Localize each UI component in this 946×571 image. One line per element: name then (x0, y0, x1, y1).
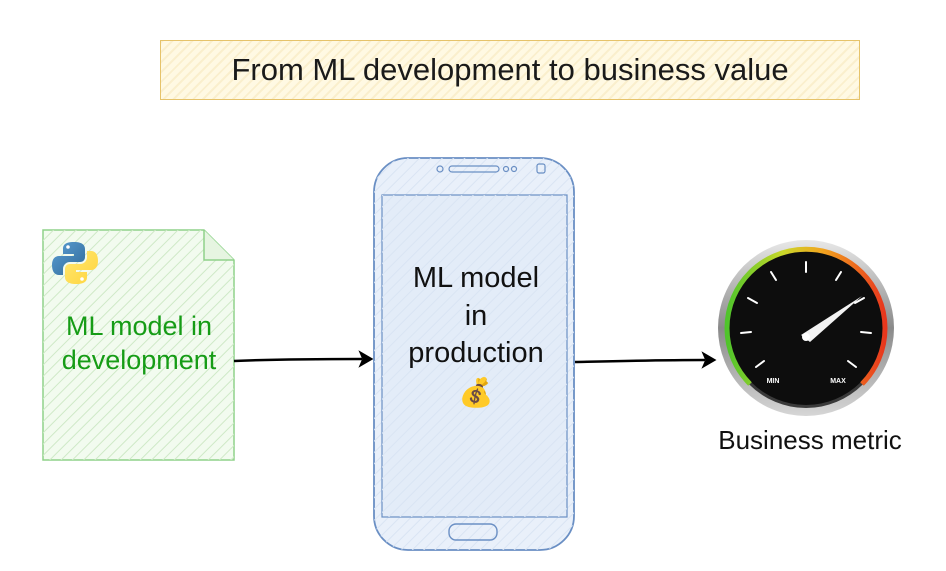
money-bag-icon: 💰 (458, 377, 494, 409)
prod-label-line2: in (464, 299, 488, 332)
gauge-max-label: MAX (830, 378, 846, 385)
title-box: From ML development to business value (160, 40, 860, 100)
diagram-title: From ML development to business value (231, 52, 789, 87)
phone-shape (373, 157, 575, 551)
prod-label: ML model in production 💰 (382, 260, 570, 411)
dev-label-line1: ML model in (65, 311, 213, 341)
metric-label: Business metric (718, 425, 902, 455)
speedometer-gauge-icon: MIN MAX (718, 240, 894, 416)
python-logo-icon (52, 242, 98, 284)
prod-label-line3: production (408, 337, 544, 370)
arrow-prod-to-metric (574, 351, 717, 369)
dev-label-line2: development (61, 344, 217, 375)
prod-label-line1: ML model (412, 262, 540, 294)
dev-label: ML model in development (44, 310, 234, 378)
gauge-min-label: MIN (767, 378, 780, 385)
gauge-needle (801, 296, 862, 342)
arrow-dev-to-prod (233, 350, 374, 368)
